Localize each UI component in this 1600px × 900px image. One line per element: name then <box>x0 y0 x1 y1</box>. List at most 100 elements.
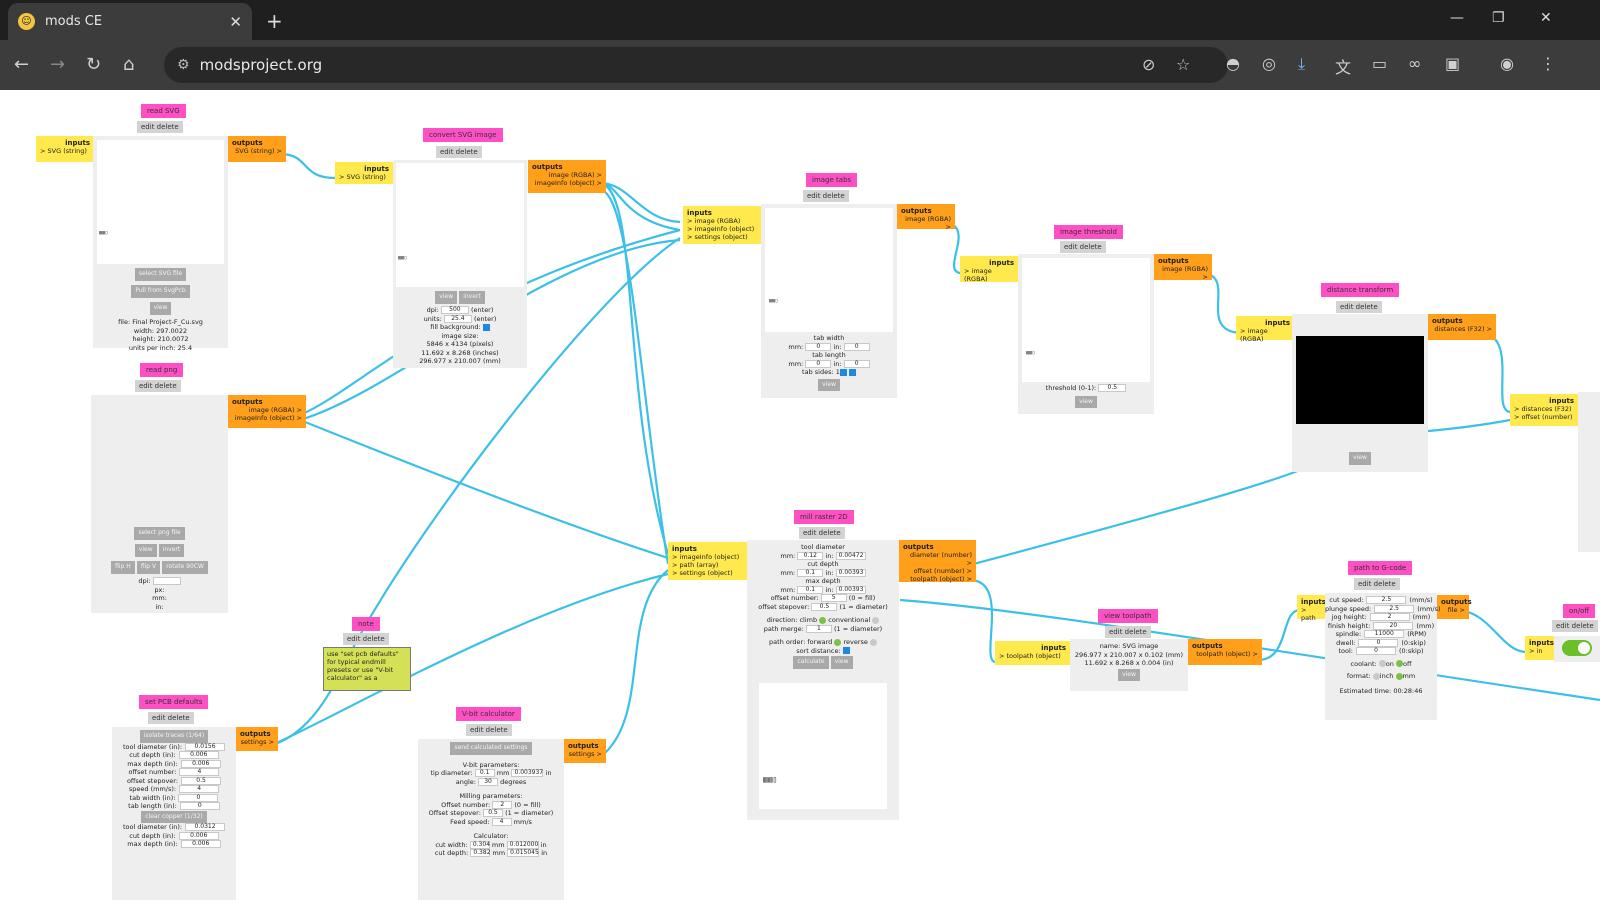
setting-input[interactable]: 2 <box>1369 613 1410 621</box>
cut-depth-mm-input[interactable]: 0.1 <box>797 568 824 577</box>
mods-canvas[interactable]: read SVG edit delete inputs> SVG (string… <box>0 90 1600 900</box>
input-port-settings[interactable]: > settings (object) <box>687 233 748 241</box>
minimize-icon[interactable]: — <box>1450 10 1464 26</box>
calculate-button[interactable]: calculate <box>793 656 829 669</box>
offset-number-input[interactable]: 2 <box>492 800 513 809</box>
tab-sides-checkbox[interactable] <box>839 368 847 376</box>
inputs-port[interactable]: inputs> imageInfo (object)> path (array)… <box>668 542 747 580</box>
setting-input[interactable]: 0 <box>1356 647 1396 655</box>
module-title[interactable]: set PCB defaults <box>139 695 209 709</box>
module-title[interactable]: view toolpath <box>1098 609 1158 623</box>
module-title[interactable]: path to G-code <box>1348 561 1413 575</box>
browser-tab[interactable]: ☺ mods CE ✕ <box>8 3 252 40</box>
module-title[interactable]: note <box>352 617 380 631</box>
inputs-port[interactable]: inputs> in <box>1525 636 1554 660</box>
input-port-svg[interactable]: > SVG (string) <box>40 147 87 155</box>
tip-diameter-input[interactable]: 0.1 <box>474 769 495 777</box>
view-button[interactable]: view <box>149 302 172 315</box>
edit-delete-button[interactable]: edit delete <box>799 527 845 539</box>
send-calculated-settings-button[interactable]: send calculated settings <box>450 742 532 755</box>
offset-stepover-input[interactable]: 0.5 <box>482 809 503 817</box>
edit-delete-button[interactable]: edit delete <box>1336 301 1382 313</box>
conventional-radio[interactable] <box>872 616 880 624</box>
invert-button[interactable]: invert <box>459 291 485 304</box>
inputs-port[interactable]: inputs> toolpath (object) <box>995 641 1070 665</box>
view-button[interactable]: view <box>818 378 840 391</box>
edit-delete-button[interactable]: edit delete <box>1105 626 1151 638</box>
max-depth-mm-input[interactable]: 0.1 <box>797 585 824 594</box>
module-title[interactable]: read SVG <box>141 104 186 118</box>
input-port-toolpath[interactable]: > toolpath (object) <box>999 652 1061 660</box>
setting-input[interactable]: 0.006 <box>180 759 221 768</box>
output-port-image[interactable]: image (RGBA) > <box>548 171 602 179</box>
note-textarea[interactable]: use "set pcb defaults" for typical endmi… <box>323 647 411 691</box>
dpi-input[interactable]: 500 <box>440 306 469 314</box>
inputs-port[interactable]: inputs> distances (F32)> offset (number) <box>1510 394 1578 426</box>
edit-delete-button[interactable]: edit delete <box>466 724 512 736</box>
module-title[interactable]: image tabs <box>806 173 858 187</box>
setting-input[interactable]: 2.5 <box>1366 596 1407 604</box>
input-port-image[interactable]: > image (RGBA) <box>964 267 992 283</box>
new-tab-icon[interactable]: + <box>266 9 283 33</box>
input-port-image[interactable]: > image (RGBA) <box>1240 327 1268 343</box>
edit-delete-button[interactable]: edit delete <box>343 633 389 645</box>
edit-delete-button[interactable]: edit delete <box>436 146 482 158</box>
output-port-image[interactable]: image (RGBA) > <box>1162 265 1208 281</box>
input-port-path[interactable]: > path (array) <box>672 561 719 569</box>
tab-length-in-input[interactable]: 0 <box>843 359 870 368</box>
back-icon[interactable]: ← <box>14 54 30 75</box>
output-port-image[interactable]: image (RGBA) > <box>905 215 951 231</box>
input-port-imageinfo[interactable]: > imageInfo (object) <box>672 553 740 561</box>
screenshot-icon[interactable]: ◎ <box>1262 54 1276 73</box>
output-port-toolpath[interactable]: toolpath (object) > <box>1196 650 1258 658</box>
coolant-off-radio[interactable] <box>1395 660 1403 667</box>
tool-diameter-mm-input[interactable]: 0.12 <box>797 551 824 560</box>
flip-h-button[interactable]: flip H <box>111 561 135 574</box>
forward-radio[interactable] <box>834 638 842 646</box>
reload-icon[interactable]: ↻ <box>86 54 102 75</box>
on-off-toggle[interactable] <box>1562 640 1592 656</box>
output-port-svg[interactable]: SVG (string) > <box>235 147 282 155</box>
angle-input[interactable]: 30 <box>478 777 499 786</box>
dpi-input[interactable] <box>152 577 181 585</box>
rotate-button[interactable]: rotate 90CW <box>162 561 208 574</box>
climb-radio[interactable] <box>819 616 827 624</box>
view-button[interactable]: view <box>830 656 853 669</box>
select-svg-file-button[interactable]: select SVG file <box>134 268 187 281</box>
input-port-settings[interactable]: > settings (object) <box>672 569 733 577</box>
input-port-imageinfo[interactable]: > imageInfo (object) <box>687 225 755 233</box>
setting-input[interactable]: 4 <box>179 768 220 776</box>
view-button[interactable]: view <box>1118 668 1140 681</box>
setting-input[interactable]: 4 <box>179 785 220 793</box>
edit-delete-button[interactable]: edit delete <box>135 380 181 392</box>
select-png-file-button[interactable]: select png file <box>134 527 185 540</box>
offset-stepover-input[interactable]: 0.5 <box>811 602 838 611</box>
isolate-traces-button[interactable]: isolate traces (1/64) <box>139 730 209 743</box>
restore-icon[interactable]: ❐ <box>1492 10 1505 26</box>
module-title[interactable]: convert SVG image <box>423 128 503 142</box>
module-title[interactable]: read png <box>140 363 184 377</box>
units-input[interactable]: 25.4 <box>443 314 472 323</box>
translate-icon[interactable]: 文 <box>1335 58 1352 77</box>
home-icon[interactable]: ⌂ <box>123 54 135 75</box>
tab-sides-checkbox-2[interactable] <box>848 368 856 376</box>
link-icon[interactable]: ∞ <box>1408 54 1422 73</box>
output-port-settings[interactable]: settings > <box>568 750 602 758</box>
setting-input[interactable]: 11000 <box>1364 630 1405 638</box>
edit-delete-button[interactable]: edit delete <box>148 712 194 724</box>
feed-speed-input[interactable]: 4 <box>491 817 512 826</box>
forward-icon[interactable]: → <box>50 54 66 75</box>
inputs-port[interactable]: inputs> SVG (string) <box>335 162 393 184</box>
window-close-icon[interactable]: ✕ <box>1540 10 1552 26</box>
clear-copper-button[interactable]: clear copper (1/32) <box>141 810 207 823</box>
site-settings-icon[interactable]: ⚙ <box>177 57 190 73</box>
module-title[interactable]: image threshold <box>1054 225 1123 239</box>
setting-input[interactable]: 0 <box>179 802 220 810</box>
